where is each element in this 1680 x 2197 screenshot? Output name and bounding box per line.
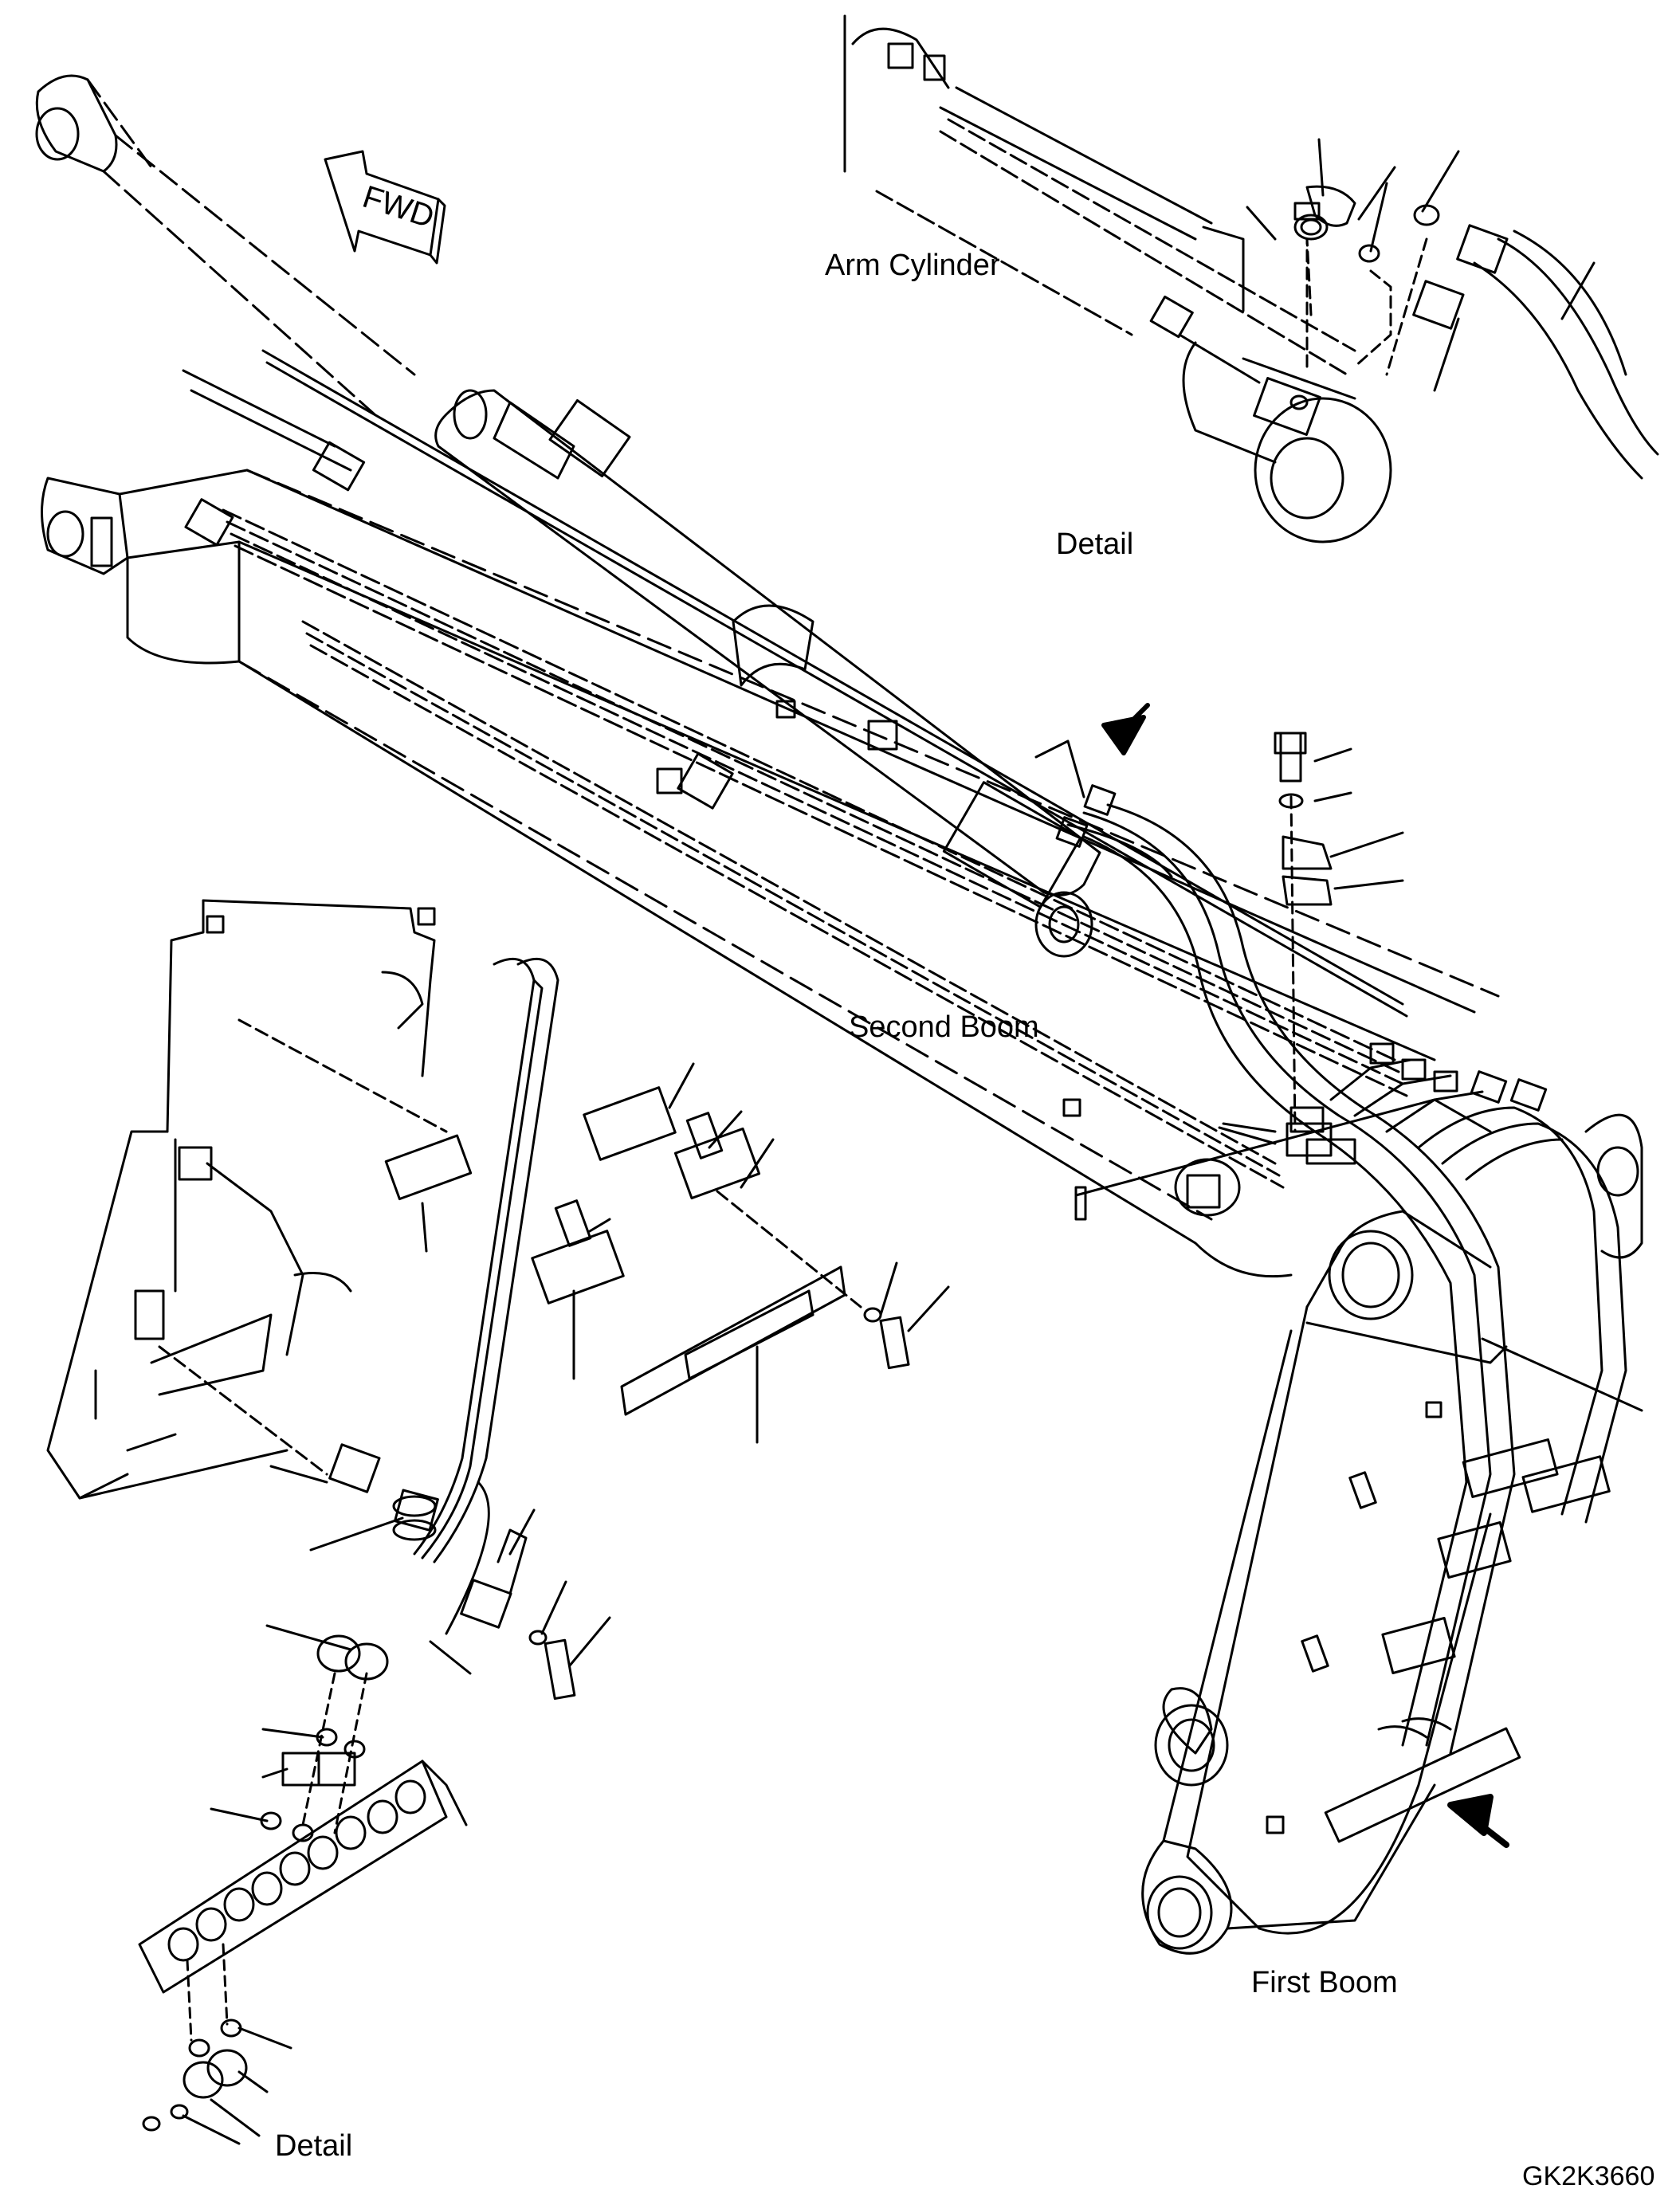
lower-left-detail xyxy=(46,899,950,2145)
clamp-parts-top xyxy=(1222,732,1404,1157)
detail-label-top: Detail xyxy=(1056,528,1134,561)
detail-label-bottom: Detail xyxy=(275,2129,353,2163)
fwd-text: FWD xyxy=(359,179,438,235)
fwd-arrow-icon: FWD xyxy=(324,150,446,265)
boom-clamps xyxy=(184,441,898,810)
pointer-arrow-icon xyxy=(1447,1794,1509,1848)
arm-cylinder-label: Arm Cylinder xyxy=(825,249,1000,282)
arm-cylinder-detail xyxy=(843,14,1659,543)
pointer-arrow-icon xyxy=(1101,703,1150,755)
figure-code: GK2K3660 xyxy=(1522,2161,1655,2191)
second-boom-label: Second Boom xyxy=(849,1010,1039,1044)
hose-bundle xyxy=(1055,784,1627,1843)
arm-cylinder-on-boom xyxy=(434,389,1101,958)
arm-assembly xyxy=(35,74,416,416)
first-boom-label: First Boom xyxy=(1251,1966,1398,1999)
first-boom xyxy=(1141,1113,1643,1955)
leader-line xyxy=(1218,1126,1277,1145)
second-boom xyxy=(41,349,1500,1278)
